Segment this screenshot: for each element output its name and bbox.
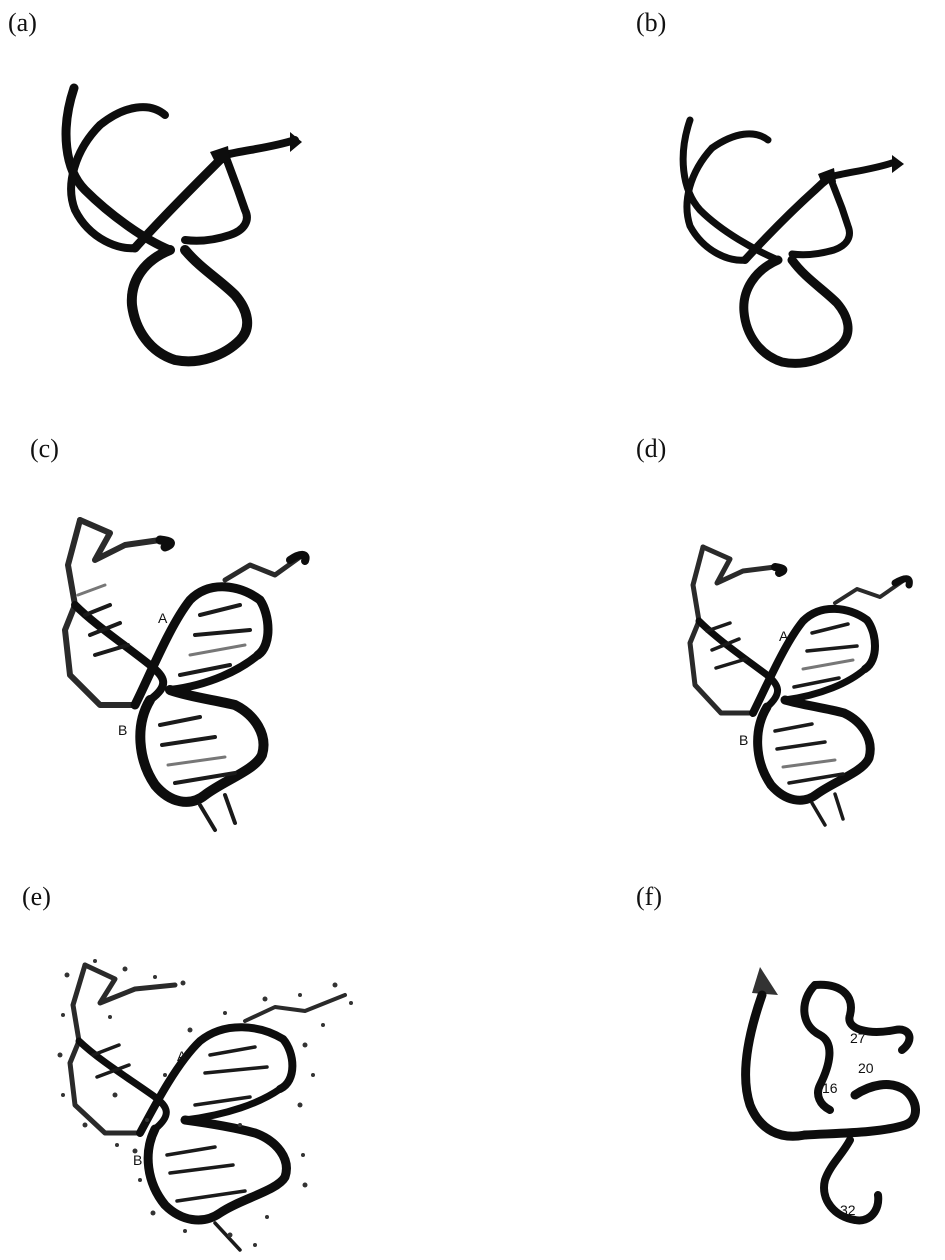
panel-label-e: (e) bbox=[22, 884, 51, 910]
annotation-b: B bbox=[118, 722, 127, 738]
arrowhead-icon bbox=[290, 132, 302, 152]
annotation-a: A bbox=[158, 610, 168, 626]
panel-f-structure: 27 20 16 32 bbox=[730, 955, 940, 1255]
panel-label-d: (d) bbox=[636, 436, 666, 462]
arrowhead-icon bbox=[892, 155, 904, 173]
residue-label-20: 20 bbox=[858, 1060, 874, 1076]
residue-label-32: 32 bbox=[840, 1202, 856, 1218]
panel-label-b: (b) bbox=[636, 10, 666, 36]
annotation-a: A bbox=[779, 628, 789, 644]
annotation-a: A bbox=[177, 1048, 187, 1064]
panel-label-a: (a) bbox=[8, 10, 37, 36]
annotation-b: B bbox=[133, 1152, 142, 1168]
panel-c-structure: A B bbox=[50, 505, 330, 845]
annotation-b: B bbox=[739, 732, 748, 748]
residue-label-27: 27 bbox=[850, 1030, 866, 1046]
panel-label-f: (f) bbox=[636, 884, 662, 910]
panel-a-structure bbox=[40, 70, 340, 380]
arrowhead-icon bbox=[752, 967, 778, 995]
panel-d-structure: A B bbox=[675, 535, 935, 845]
panel-label-c: (c) bbox=[30, 436, 59, 462]
panel-b-structure bbox=[660, 100, 940, 390]
residue-label-16: 16 bbox=[822, 1080, 838, 1096]
panel-e-structure: A B bbox=[55, 955, 365, 1255]
